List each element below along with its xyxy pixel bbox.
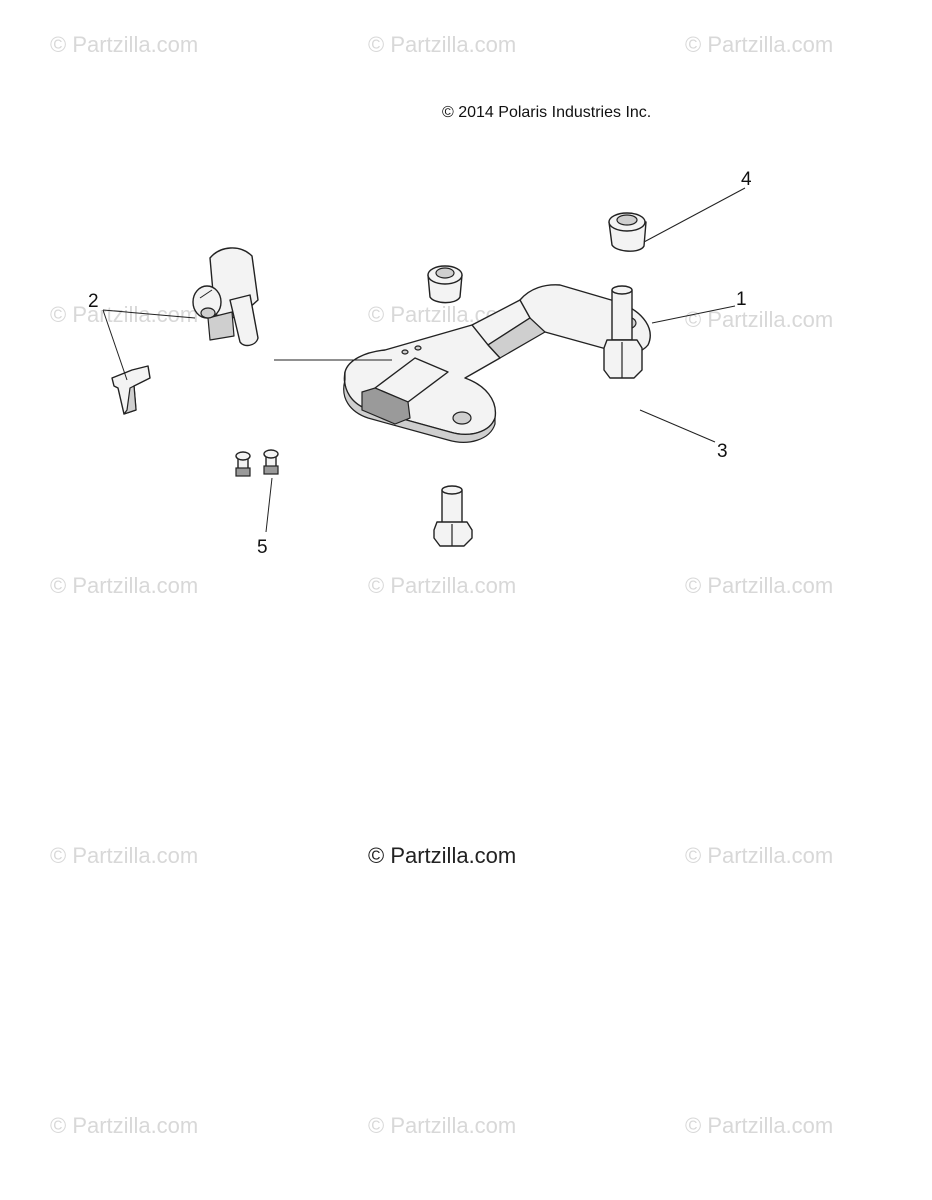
- callout-2: 2: [88, 291, 99, 312]
- callout-1: 1: [736, 289, 747, 310]
- watermark: © Partzilla.com: [50, 573, 199, 598]
- callout-leaders: [102, 187, 746, 533]
- callout-5: 5: [257, 537, 268, 558]
- hex-bolt: [433, 485, 473, 547]
- watermark: © Partzilla.com: [50, 32, 199, 57]
- hex-bolt: [603, 285, 643, 379]
- watermark: © Partzilla.com: [685, 32, 834, 57]
- callout-4: 4: [741, 169, 752, 190]
- watermark: © Partzilla.com: [368, 573, 517, 598]
- small-screw: [235, 451, 251, 477]
- callout-3: 3: [717, 441, 728, 462]
- watermark: © Partzilla.com: [685, 843, 834, 868]
- center-watermark: © Partzilla.com: [368, 843, 517, 868]
- copyright-notice: © 2014 Polaris Industries Inc.: [442, 104, 652, 121]
- locknut: [427, 265, 463, 304]
- watermark: © Partzilla.com: [50, 1113, 199, 1138]
- watermark: © Partzilla.com: [368, 1113, 517, 1138]
- watermark: © Partzilla.com: [368, 32, 517, 57]
- watermark: © Partzilla.com: [50, 843, 199, 868]
- watermark: © Partzilla.com: [685, 1113, 834, 1138]
- watermark: © Partzilla.com: [685, 573, 834, 598]
- small-screw: [263, 449, 279, 475]
- locknut: [608, 212, 647, 252]
- lock-key: [111, 365, 151, 415]
- lock-cylinder: [192, 247, 259, 347]
- watermark: © Partzilla.com: [50, 302, 199, 327]
